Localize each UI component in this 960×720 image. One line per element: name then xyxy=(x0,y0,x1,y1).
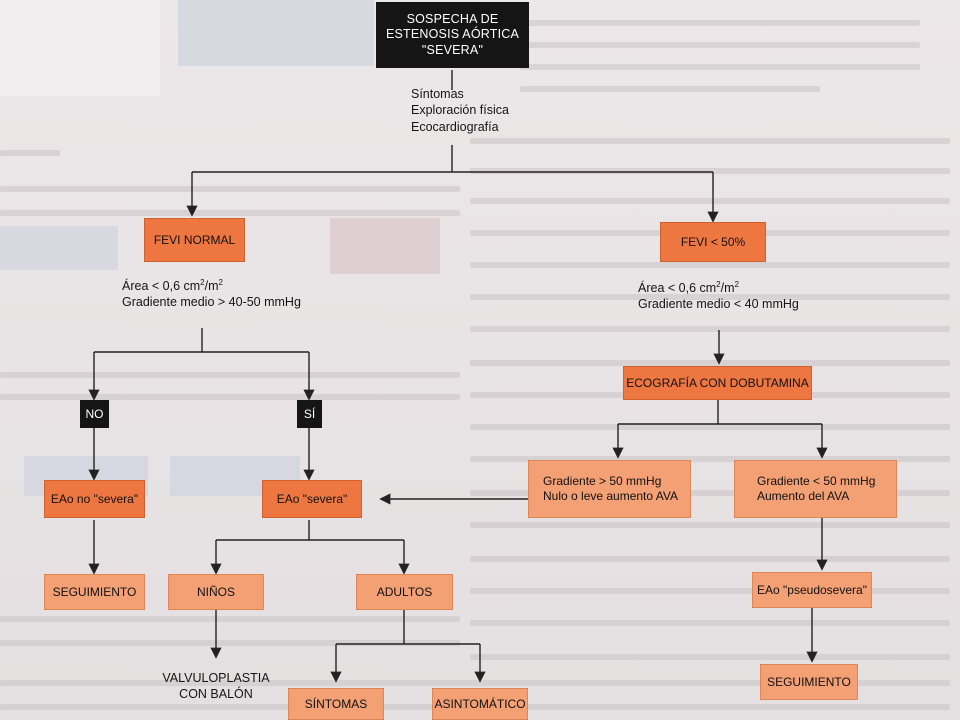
title-text: SOSPECHA DE ESTENOSIS AÓRTICA "SEVERA" xyxy=(385,11,520,57)
children-box: NIÑOS xyxy=(168,574,264,610)
evaluation-item: Síntomas xyxy=(411,87,464,101)
evaluation-item: Exploración física xyxy=(411,103,509,118)
initial-evaluation: Síntomas Exploración física Ecocardiogra… xyxy=(411,86,509,135)
severe-box: EAo "severa" xyxy=(262,480,362,518)
high-gradient-box: Gradiente > 50 mmHg Nulo o leve aumento … xyxy=(528,460,691,518)
not-severe-box: EAo no "severa" xyxy=(44,480,145,518)
right-gradient-criterion: Gradiente medio < 40 mmHg xyxy=(638,297,799,312)
valvuloplasty-line: VALVULOPLASTIA xyxy=(162,671,270,685)
evaluation-item: Ecocardiografía xyxy=(411,119,499,134)
fevi-normal-box: FEVI NORMAL xyxy=(144,218,245,262)
symptoms-label: SÍNTOMAS xyxy=(304,696,368,711)
background-panel xyxy=(330,218,440,274)
fevi-low-box: FEVI < 50% xyxy=(660,222,766,262)
fevi-low-label: FEVI < 50% xyxy=(680,234,746,249)
si-label: SÍ xyxy=(303,406,316,421)
children-label: NIÑOS xyxy=(196,584,235,599)
left-criteria: Área < 0,6 cm2/m2 Gradiente medio > 40-5… xyxy=(122,278,301,311)
valvuloplasty-line: CON BALÓN xyxy=(179,687,253,702)
high-gradient-line: Nulo o leve aumento AVA xyxy=(543,489,678,503)
low-gradient-box: Gradiente < 50 mmHg Aumento del AVA xyxy=(734,460,897,518)
left-follow-up-box: SEGUIMIENTO xyxy=(44,574,145,610)
left-gradient-criterion: Gradiente medio > 40-50 mmHg xyxy=(122,295,301,310)
low-gradient-line: Aumento del AVA xyxy=(757,489,850,503)
severe-label: EAo "severa" xyxy=(276,491,348,506)
background-panel xyxy=(0,0,160,96)
asymptomatic-label: ASINTOMÁTICO xyxy=(434,696,526,711)
high-gradient-line: Gradiente > 50 mmHg xyxy=(543,474,662,488)
adults-box: ADULTOS xyxy=(356,574,453,610)
valvuloplasty-text: VALVULOPLASTIA CON BALÓN xyxy=(158,670,274,703)
left-follow-up-label: SEGUIMIENTO xyxy=(52,584,137,599)
no-label: NO xyxy=(85,406,104,421)
right-follow-up-box: SEGUIMIENTO xyxy=(760,664,858,700)
background-panel xyxy=(0,226,118,270)
echo-dobutamine-label: ECOGRAFÍA CON DOBUTAMINA xyxy=(626,375,809,390)
left-area-criterion: Área < 0,6 cm2/m2 xyxy=(122,278,223,294)
background-panel xyxy=(178,0,374,66)
adults-label: ADULTOS xyxy=(376,584,433,599)
not-severe-label: EAo no "severa" xyxy=(50,491,139,506)
low-gradient-line: Gradiente < 50 mmHg xyxy=(757,474,876,488)
fevi-normal-label: FEVI NORMAL xyxy=(153,232,236,247)
si-box: SÍ xyxy=(297,400,322,428)
asymptomatic-box: ASINTOMÁTICO xyxy=(432,688,528,720)
right-area-criterion: Área < 0,6 cm2/m2 xyxy=(638,280,739,296)
title-box: SOSPECHA DE ESTENOSIS AÓRTICA "SEVERA" xyxy=(376,2,529,68)
echo-dobutamine-box: ECOGRAFÍA CON DOBUTAMINA xyxy=(623,366,812,400)
no-box: NO xyxy=(80,400,109,428)
right-follow-up-label: SEGUIMIENTO xyxy=(767,674,851,689)
right-criteria: Área < 0,6 cm2/m2 Gradiente medio < 40 m… xyxy=(638,280,799,313)
symptoms-box: SÍNTOMAS xyxy=(288,688,384,720)
pseudo-severe-label: EAo "pseudosevera" xyxy=(757,582,867,597)
pseudo-severe-box: EAo "pseudosevera" xyxy=(752,572,872,608)
